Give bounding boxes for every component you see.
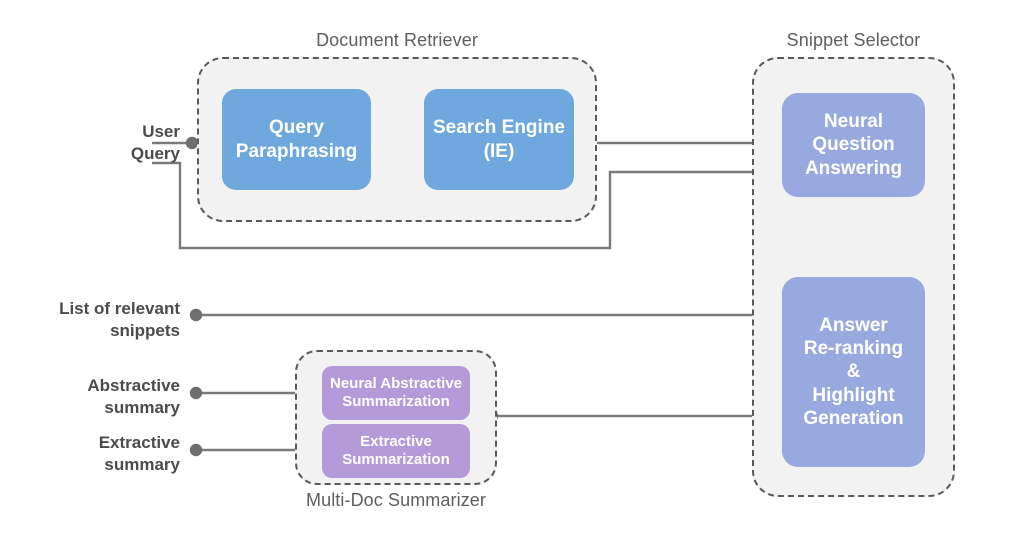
io-label-list-of-snippets: List of relevant snippets — [59, 299, 180, 340]
io-label-abstractive-summary: Abstractive summary — [87, 376, 180, 417]
group-title-multi-doc-summarizer: Multi-Doc Summarizer — [305, 490, 487, 510]
dot-abstractive-out — [189, 386, 203, 400]
node-neural-question-answering[interactable]: Neural Question Answering — [782, 93, 925, 197]
dot-snippets-out — [189, 308, 203, 322]
io-label-extractive-summary: Extractive summary — [98, 433, 180, 474]
io-label-user-query: User Query — [130, 122, 180, 163]
dot-extractive-out — [189, 443, 203, 457]
group-title-snippet-selector: Snippet Selector — [786, 30, 921, 50]
group-title-document-retriever: Document Retriever — [316, 30, 478, 50]
node-neural-abstractive-summarization[interactable]: Neural Abstractive Summarization — [322, 366, 470, 420]
node-extractive-summarization[interactable]: Extractive Summarization — [322, 424, 470, 478]
node-answer-reranking[interactable]: Answer Re-ranking & Highlight Generation — [782, 277, 925, 467]
node-search-engine[interactable]: Search Engine (IE) — [424, 89, 574, 190]
node-query-paraphrasing[interactable]: Query Paraphrasing — [222, 89, 371, 190]
